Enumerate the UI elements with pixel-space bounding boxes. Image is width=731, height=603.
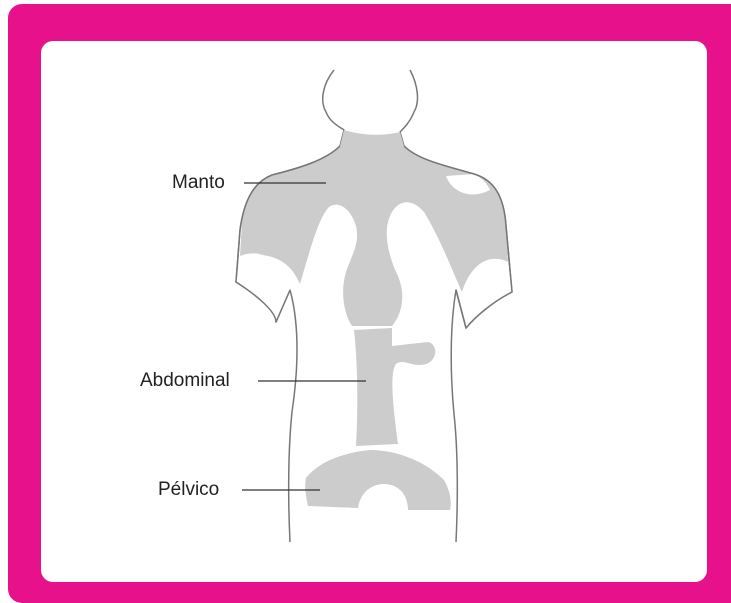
pelvic-label: Pélvico (158, 479, 219, 501)
mantle-label: Manto (172, 172, 225, 194)
abdominal-field (354, 328, 435, 446)
pelvic-field (305, 450, 451, 510)
abdominal-label: Abdominal (140, 370, 230, 392)
